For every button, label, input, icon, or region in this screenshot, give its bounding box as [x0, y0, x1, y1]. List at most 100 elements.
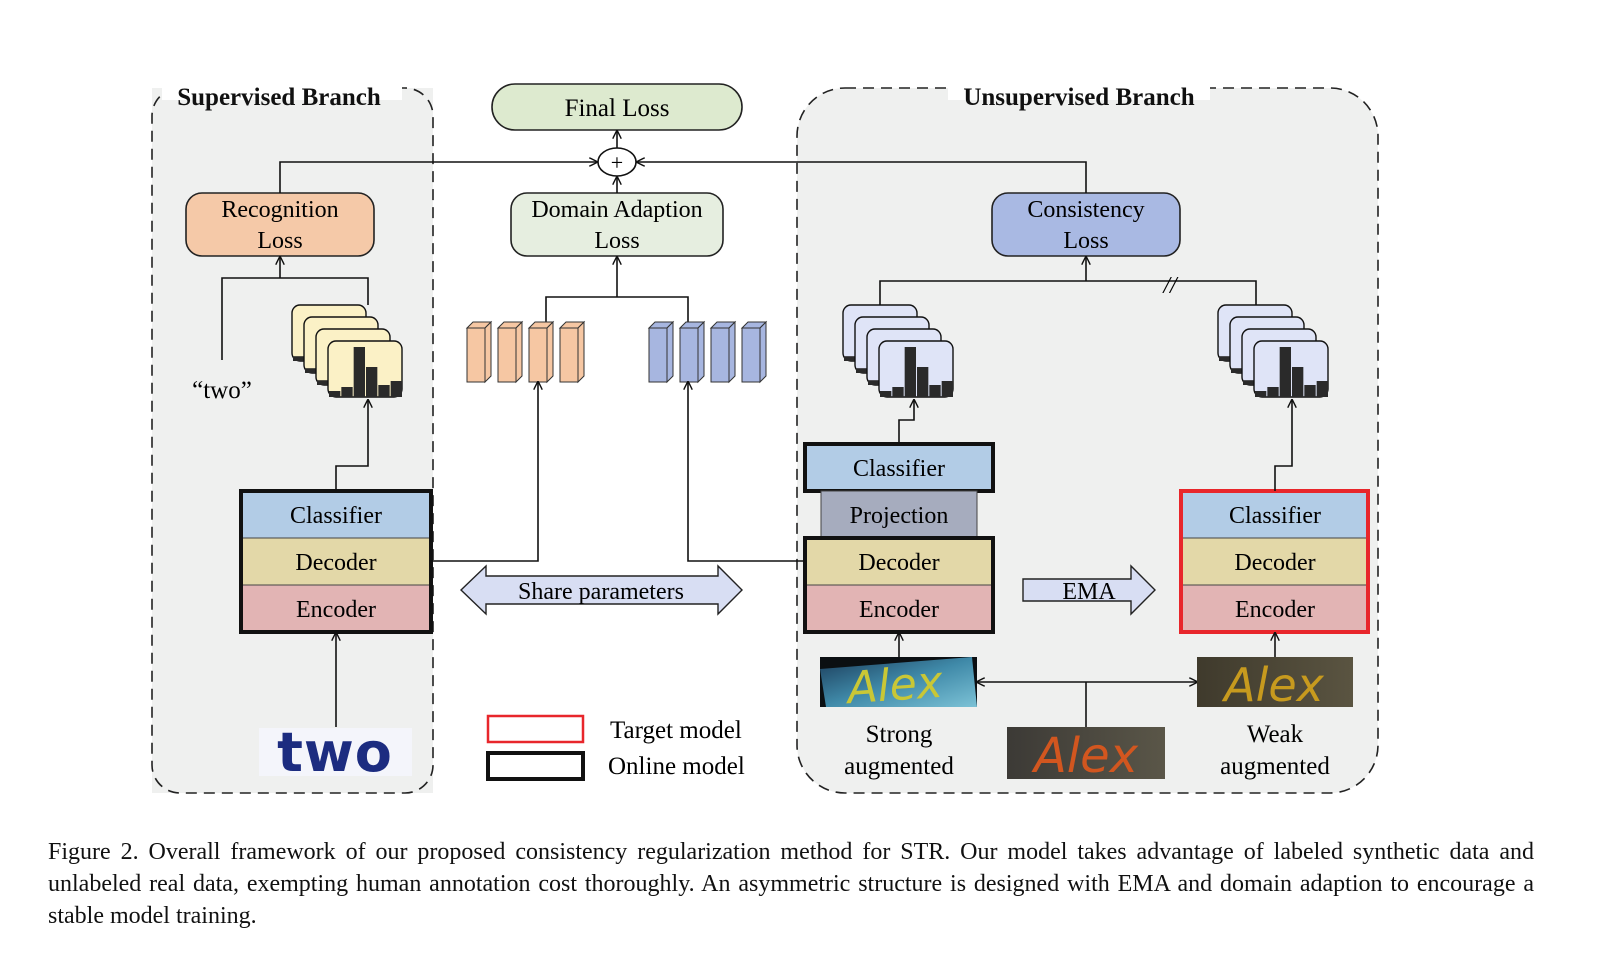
feature-map-side [759, 320, 767, 384]
online-classifier-label: Classifier [853, 456, 945, 482]
supervised-encoder-label: Encoder [296, 597, 376, 623]
probability-bar [856, 368, 868, 373]
target-encoder-label: Encoder [1235, 597, 1315, 623]
synthetic-input-image: two [259, 721, 412, 784]
probability-bar [868, 380, 880, 385]
supervised-branch-title: Supervised Branch [177, 84, 381, 111]
online-projection [820, 490, 978, 539]
legend-target-label: Target model [610, 717, 742, 744]
stop-gradient-mark: // [1161, 273, 1179, 299]
probability-bar [929, 385, 941, 397]
probability-bar [390, 381, 402, 397]
consistency-loss-label-line1: Consistency [1027, 197, 1144, 223]
plus-symbol: + [611, 150, 623, 175]
ema-label: EMA [1062, 579, 1116, 605]
supervised-decoder-label: Decoder [295, 550, 376, 576]
feature-map-side [728, 320, 736, 384]
supervised-decoder [240, 537, 432, 586]
share-parameters-arrow [459, 564, 743, 616]
feature-map-side [577, 320, 585, 384]
legend-online-label: Online model [608, 753, 745, 780]
probability-bar [941, 381, 953, 397]
weak-augmented-label-line2: augmented [1220, 753, 1330, 780]
model-connectors [336, 382, 1292, 727]
strong-augmented-image: Alex [820, 657, 977, 715]
legend-target-swatch [486, 714, 585, 744]
source-feature-maps [465, 320, 586, 384]
feature-map [497, 327, 517, 383]
feature-map [466, 327, 486, 383]
legend-online-swatch [486, 751, 585, 781]
probability-bar [353, 347, 365, 397]
probability-bar [880, 391, 892, 397]
strong-augmented-label-line1: Strong [866, 721, 933, 748]
framework-diagram: Supervised Branch Unsupervised Branch Fi… [151, 83, 1379, 794]
feature-map-side [697, 320, 705, 384]
unlabeled-real-word: Alex [1031, 728, 1139, 784]
probability-bar [892, 387, 904, 397]
probability-bar [329, 391, 341, 397]
domain-adaption-loss-label-line1: Domain Adaption [531, 197, 702, 223]
unlabeled-real-image: Alex [1007, 727, 1165, 784]
online-projection-label: Projection [850, 503, 949, 529]
ground-truth-label: “two” [192, 377, 252, 404]
feature-map [648, 327, 668, 383]
weak-augmented-word: Alex [1221, 658, 1325, 712]
unsupervised-target-model: Classifier Decoder Encoder [1179, 489, 1370, 634]
probability-bar [378, 385, 390, 397]
final-loss-label: Final Loss [565, 95, 670, 122]
probability-bar [293, 356, 305, 361]
feature-map [741, 327, 761, 383]
feature-map-side [666, 320, 674, 384]
weak-augmented-label-line1: Weak [1247, 721, 1304, 748]
target-classifier [1180, 490, 1369, 539]
unsupervised-online-model: Classifier Projection Decoder Encoder [803, 442, 995, 634]
feature-map [710, 327, 730, 383]
weak-augmented-image: Alex [1197, 657, 1353, 712]
probability-bar [1255, 391, 1267, 397]
consistency-loss-label-line2: Loss [1063, 228, 1108, 254]
recognition-loss-label-line2: Loss [257, 228, 302, 254]
probability-bar [317, 380, 329, 385]
probability-bar [1267, 387, 1279, 397]
recognition-loss-label-line1: Recognition [221, 197, 338, 223]
probability-bar [917, 367, 929, 397]
synthetic-input-word: two [277, 721, 393, 784]
probability-bar [1316, 381, 1328, 397]
feature-map [559, 327, 579, 383]
strong-augmented-label-line2: augmented [844, 753, 954, 780]
domain-adaption-loss-label-line2: Loss [594, 228, 639, 254]
target-decoder-label: Decoder [1234, 550, 1315, 576]
target-decoder [1180, 537, 1369, 586]
probability-bar [844, 356, 856, 361]
supervised-online-model: Classifier Decoder Encoder [239, 489, 433, 634]
online-encoder-label: Encoder [859, 597, 939, 623]
probability-bar [1304, 385, 1316, 397]
probability-bar [904, 347, 916, 397]
final-loss-box [491, 83, 743, 131]
target-prediction-stack [1217, 304, 1329, 398]
figure-caption: Figure 2. Overall framework of our propo… [48, 839, 1534, 929]
feature-map-side [515, 320, 523, 384]
target-classifier-label: Classifier [1229, 503, 1321, 529]
feature-map-side [546, 320, 554, 384]
probability-bar [341, 387, 353, 397]
probability-bar [1279, 347, 1291, 397]
feature-map-side [484, 320, 492, 384]
probability-bar [1231, 368, 1243, 373]
strong-augmented-word: Alex [843, 657, 946, 715]
probability-bar [1292, 367, 1304, 397]
loss-connectors [221, 131, 1257, 360]
share-parameters-label: Share parameters [518, 579, 684, 605]
probability-bar [1243, 380, 1255, 385]
probability-bar [1219, 356, 1231, 361]
probability-bar [305, 368, 317, 373]
probability-bar [366, 367, 378, 397]
feature-map [528, 327, 548, 383]
supervised-prediction-stack [291, 304, 403, 398]
online-decoder-label: Decoder [858, 550, 939, 576]
supervised-classifier-label: Classifier [290, 503, 382, 529]
online-prediction-stack [842, 304, 954, 398]
unsupervised-branch-title: Unsupervised Branch [963, 84, 1194, 111]
feature-map [679, 327, 699, 383]
